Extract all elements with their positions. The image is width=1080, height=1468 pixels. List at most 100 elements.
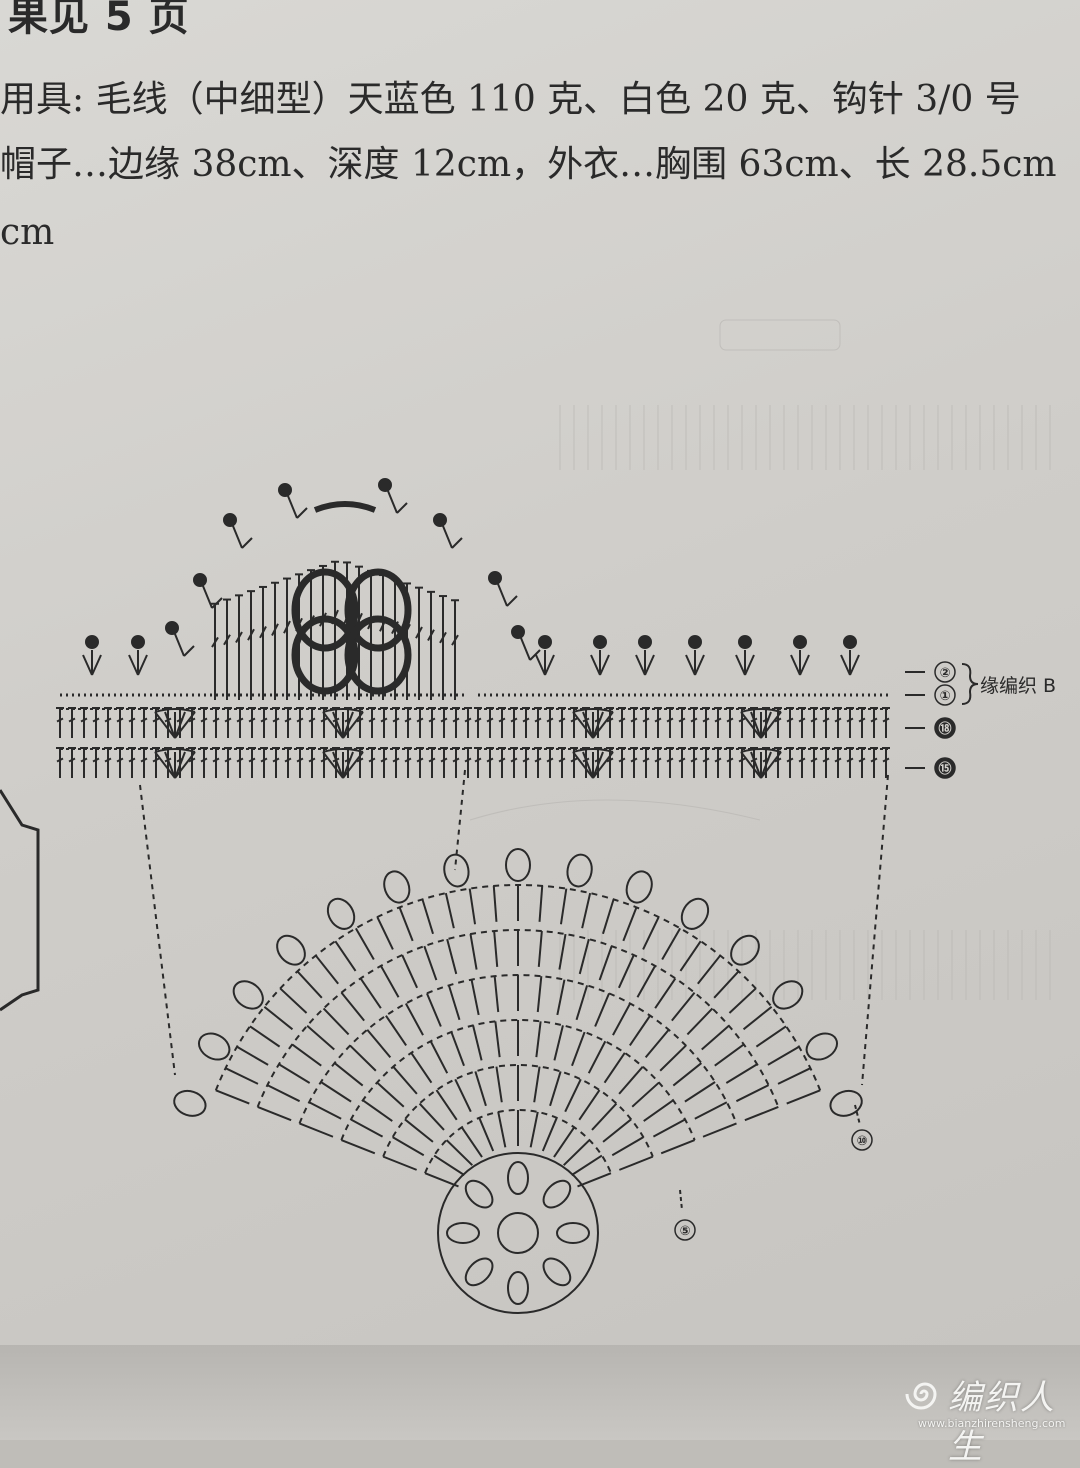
- picot-stem: [241, 537, 253, 549]
- stitch-cross: [534, 717, 542, 723]
- stitch-cross: [714, 717, 722, 723]
- stitch-cross: [440, 717, 448, 723]
- stitch-cross: [738, 717, 746, 723]
- stitch-cross: [606, 757, 614, 763]
- fan-stitch: [744, 1105, 779, 1122]
- stitch-cross: [380, 757, 388, 763]
- picot-stem: [520, 637, 531, 661]
- row-marker-5: ⑤: [679, 1224, 690, 1239]
- cluster-stem: [760, 711, 782, 739]
- cluster-stem: [750, 711, 762, 739]
- picot-stem: [211, 597, 223, 609]
- stitch-cross: [392, 717, 400, 723]
- picot-stem: [451, 537, 463, 549]
- stitch-cross: [452, 717, 460, 723]
- fan-stitch: [299, 1122, 334, 1138]
- stitch-cross: [702, 757, 710, 763]
- stitch-cross: [642, 717, 650, 723]
- picot-stem: [506, 595, 518, 607]
- stitch-cross: [798, 757, 806, 763]
- picot-stem: [91, 654, 102, 676]
- picot-stem: [685, 654, 696, 676]
- bleed-box: [719, 319, 841, 351]
- cluster-stem: [592, 711, 604, 739]
- picot-stem: [287, 495, 298, 519]
- fan-stitch: [380, 965, 400, 998]
- stitch-cross: [140, 717, 148, 723]
- page-reference: 果见 5 页: [8, 0, 190, 40]
- stitch-cross: [283, 620, 291, 634]
- stitch-cross: [870, 717, 878, 723]
- stitch-cross: [510, 717, 518, 723]
- cluster-stem: [760, 751, 782, 779]
- stitch-cross: [223, 634, 231, 646]
- picot-stem: [849, 654, 860, 676]
- fan-stitch: [266, 1084, 301, 1103]
- stitch-cross: [452, 757, 460, 763]
- picot-dot: [223, 513, 237, 527]
- fan-stitch: [697, 954, 721, 985]
- fan-stitch: [661, 927, 681, 961]
- picot-stem: [128, 654, 139, 676]
- stitch-cross: [464, 757, 472, 763]
- fan-stitch: [236, 1045, 269, 1066]
- rim-shell: [772, 980, 804, 1010]
- fan-stitch: [611, 1136, 644, 1157]
- row-markers: ② ① 缘编织 B ⑱ ⑮ ⑩ ⑤: [674, 661, 1056, 1241]
- fan-stitch: [642, 916, 660, 950]
- stitch-cross: [80, 717, 88, 723]
- rim-shell: [383, 870, 411, 904]
- fan-stitch: [418, 1102, 445, 1131]
- stitch-cross: [858, 757, 866, 763]
- fan-stitch: [714, 1043, 745, 1067]
- stitch-cross: [248, 757, 256, 763]
- picot-stem: [232, 525, 243, 549]
- center-petal: [446, 1222, 480, 1244]
- fan-stitch: [320, 1081, 352, 1103]
- cluster-top: [740, 748, 782, 753]
- stitch-cross: [882, 757, 890, 763]
- cluster-stem: [740, 711, 762, 739]
- fan-stitch: [468, 888, 477, 925]
- stitch-cross: [368, 717, 376, 723]
- picot-stem: [635, 654, 646, 676]
- cluster-stem: [174, 711, 196, 739]
- fan-stitch: [587, 1040, 607, 1074]
- fan-stitch: [426, 992, 442, 1027]
- picot-stem: [840, 654, 851, 676]
- stitch-cross: [248, 717, 256, 723]
- cluster-stem: [592, 751, 614, 779]
- stitch-cross: [188, 717, 196, 723]
- stitch-cross: [56, 717, 64, 723]
- stitch-cross: [558, 717, 566, 723]
- stitch-cross: [356, 757, 364, 763]
- fan-stitch: [578, 1089, 601, 1121]
- fan-stitch: [553, 1025, 564, 1061]
- picot-dot: [85, 635, 99, 649]
- center-petal: [464, 1257, 494, 1287]
- picot-dot: [488, 571, 502, 585]
- fan-stitch: [333, 1062, 364, 1087]
- stitch-cross: [439, 631, 447, 644]
- fan-stitch: [564, 1078, 582, 1113]
- stitch-cross: [415, 626, 423, 639]
- fan-stitch: [385, 1015, 407, 1046]
- stitch-cross: [320, 757, 328, 763]
- fan-stitch: [652, 1118, 686, 1138]
- dashed-guides: [139, 769, 889, 1086]
- fan-stitch: [469, 933, 478, 970]
- stitch-cross: [296, 717, 304, 723]
- fan-stitch: [728, 987, 757, 1014]
- picot-stem: [535, 654, 546, 676]
- stitch-cross: [786, 757, 794, 763]
- fan-stitch: [618, 1066, 644, 1095]
- picot-stem: [137, 654, 148, 676]
- fan-stitch: [444, 892, 455, 929]
- fan-stitch: [556, 979, 566, 1016]
- spiral-logo-icon: [905, 1382, 937, 1410]
- cluster-stem: [740, 751, 762, 779]
- center-petal: [507, 1271, 529, 1305]
- stitch-cross: [271, 623, 279, 636]
- center-motif: [165, 478, 599, 1314]
